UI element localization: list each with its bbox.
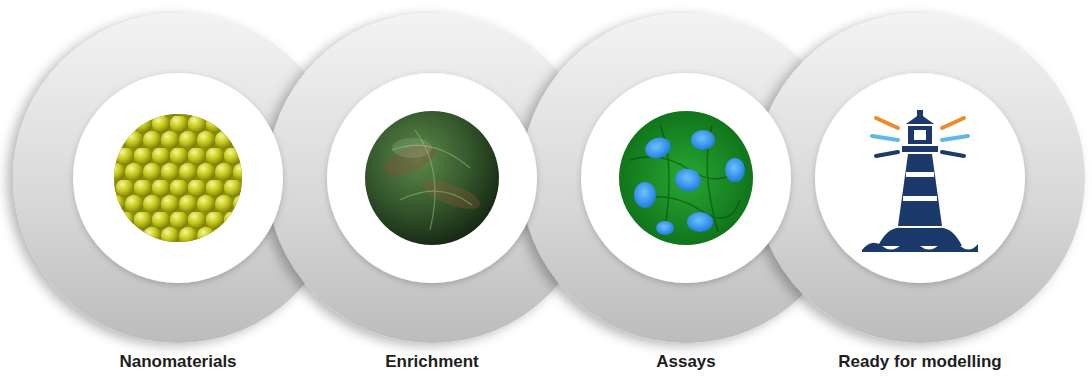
lighthouse-icon xyxy=(862,110,978,252)
inner-circle xyxy=(73,73,1025,283)
stage-label: Ready for modelling xyxy=(755,352,1085,372)
stage-label: Enrichment xyxy=(267,352,597,372)
stage-node: Assays xyxy=(521,0,851,386)
stage-disc xyxy=(13,13,1085,343)
stage-node: Ready for modelling xyxy=(755,0,1085,386)
stage-label: Nanomaterials xyxy=(13,352,343,372)
stage-node: Enrichment xyxy=(267,0,597,386)
nanoparticle-cluster xyxy=(110,110,250,250)
cell-assay-image xyxy=(619,111,753,245)
stage-node: Nanomaterials xyxy=(13,0,343,386)
stage-label: Assays xyxy=(521,352,851,372)
enrichment-sphere xyxy=(365,111,499,245)
